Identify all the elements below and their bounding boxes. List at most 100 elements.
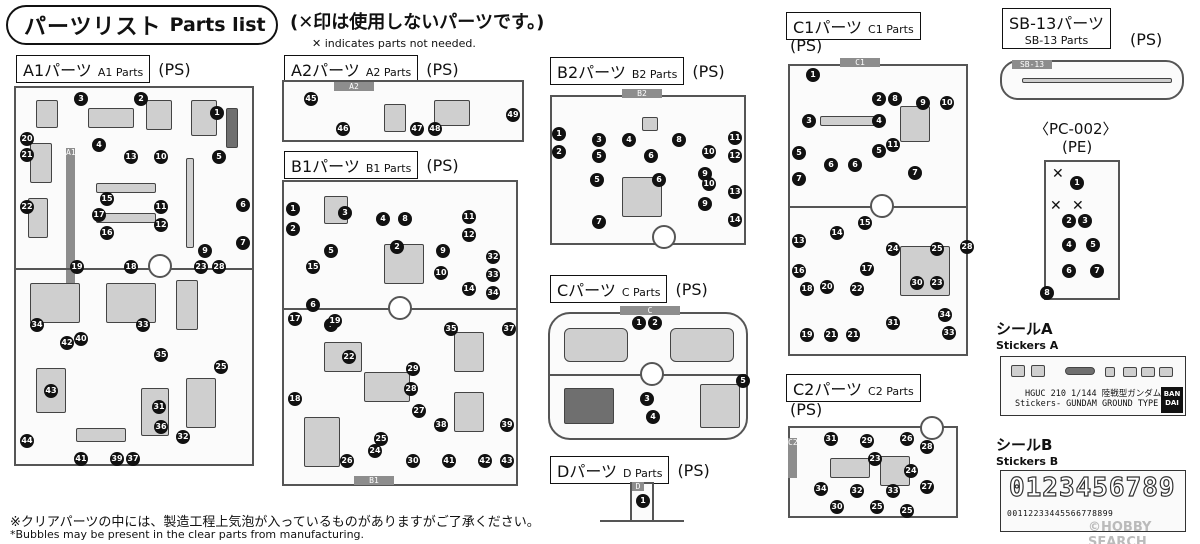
part-shape xyxy=(304,417,340,467)
part-number-badge: 18 xyxy=(288,392,302,406)
part-number-badge: 31 xyxy=(824,432,838,446)
bandai-logo: BAN DAI xyxy=(1161,387,1183,413)
part-shape xyxy=(186,158,194,248)
part-number-badge: 8 xyxy=(398,212,412,226)
part-number-badge: 5 xyxy=(872,144,886,158)
footer-note-en: *Bubbles may be present in the clear par… xyxy=(10,528,365,541)
runner-a1: A1 3 2 1 20 21 4 13 10 5 22 15 17 16 11 … xyxy=(14,86,254,466)
sticker-b-digits: 0123456789 xyxy=(1008,472,1176,503)
runner-sb13: SB-13 xyxy=(1000,60,1184,100)
part-number-badge: 22 xyxy=(20,200,34,214)
part-number-badge: 28 xyxy=(920,440,934,454)
part-shape xyxy=(1011,365,1025,377)
part-shape xyxy=(1065,367,1095,375)
not-needed-note: (✕印は使用しないパーツです。) ✕ indicates parts not n… xyxy=(290,8,544,50)
part-number-badge: 16 xyxy=(100,226,114,240)
part-shape xyxy=(226,108,238,148)
part-number-badge: 20 xyxy=(20,132,34,146)
runner-hub xyxy=(388,296,412,320)
part-number-badge: 39 xyxy=(110,452,124,466)
part-number-badge: 42 xyxy=(60,336,74,350)
title-ja: パーツリスト xyxy=(24,15,162,40)
part-number-badge: 31 xyxy=(152,400,166,414)
part-number-badge: 25 xyxy=(930,242,944,256)
part-number-badge: 10 xyxy=(702,145,716,159)
runner-hub xyxy=(640,362,664,386)
cross-mark-icon: ✕ xyxy=(1052,166,1064,182)
part-number-badge: 28 xyxy=(212,260,226,274)
runner-c1-material: (PS) xyxy=(790,36,823,55)
part-number-badge: 23 xyxy=(194,260,208,274)
part-number-badge: 28 xyxy=(404,382,418,396)
title-en: Parts list xyxy=(169,14,266,36)
part-number-badge: 17 xyxy=(288,312,302,326)
part-number-badge: 33 xyxy=(486,268,500,282)
part-number-badge: 25 xyxy=(374,432,388,446)
part-shape xyxy=(700,384,740,428)
part-number-badge: 41 xyxy=(74,452,88,466)
part-number-badge: 1 xyxy=(210,106,224,120)
part-shape xyxy=(364,372,410,402)
part-number-badge: 21 xyxy=(846,328,860,342)
part-number-badge: 2 xyxy=(286,222,300,236)
sticker-a-line2: Stickers- GUNDAM GROUND TYPE xyxy=(1015,399,1159,409)
part-shape xyxy=(76,428,126,442)
sticker-a-line1: HGUC 210 1/144 陸戦型ガンダム xyxy=(1025,389,1162,399)
runner-hub xyxy=(920,416,944,440)
part-number-badge: 5 xyxy=(592,149,606,163)
sticker-b-title: シールB Stickers B xyxy=(996,436,1059,468)
part-number-badge: 2 xyxy=(648,316,662,330)
part-number-badge: 32 xyxy=(850,484,864,498)
part-number-badge: 17 xyxy=(860,262,874,276)
part-number-badge: 1 xyxy=(636,494,650,508)
part-number-badge: 3 xyxy=(338,206,352,220)
part-number-badge: 42 xyxy=(478,454,492,468)
part-number-badge: 11 xyxy=(154,200,168,214)
part-shape xyxy=(384,104,406,132)
sticker-a-sheet: HGUC 210 1/144 陸戦型ガンダム Stickers- GUNDAM … xyxy=(1000,356,1186,416)
part-shape xyxy=(564,328,628,362)
part-number-badge: 22 xyxy=(342,350,356,364)
part-number-badge: 13 xyxy=(792,234,806,248)
part-shape xyxy=(106,283,156,323)
part-number-badge: 10 xyxy=(702,177,716,191)
part-number-badge: 9 xyxy=(698,197,712,211)
part-shape xyxy=(30,283,80,323)
part-shape xyxy=(96,183,156,193)
part-number-badge: 40 xyxy=(74,332,88,346)
part-shape xyxy=(454,392,484,432)
part-number-badge: 6 xyxy=(652,173,666,187)
part-number-badge: 5 xyxy=(736,374,750,388)
part-number-badge: 23 xyxy=(930,276,944,290)
part-number-badge: 7 xyxy=(792,172,806,186)
part-number-badge: 6 xyxy=(236,198,250,212)
part-shape xyxy=(30,143,52,183)
runner-c2-tag: C2 xyxy=(788,438,798,478)
runner-pc002: ✕ 1 ✕ ✕ 2 3 4 5 6 7 8 xyxy=(1040,160,1120,300)
part-number-badge: 1 xyxy=(286,202,300,216)
runner-frame xyxy=(600,520,684,522)
runner-sb13-material: (PS) xyxy=(1130,30,1163,49)
part-number-badge: 9 xyxy=(916,96,930,110)
part-number-badge: 43 xyxy=(44,384,58,398)
part-number-badge: 14 xyxy=(462,282,476,296)
part-number-badge: 11 xyxy=(728,131,742,145)
part-number-badge: 41 xyxy=(442,454,456,468)
part-number-badge: 9 xyxy=(198,244,212,258)
part-number-badge: 24 xyxy=(886,242,900,256)
part-number-badge: 3 xyxy=(74,92,88,106)
runner-d: D 1 xyxy=(630,482,654,522)
part-number-badge: 19 xyxy=(70,260,84,274)
part-number-badge: 5 xyxy=(792,146,806,160)
part-number-badge: 32 xyxy=(486,250,500,264)
part-number-badge: 11 xyxy=(886,138,900,152)
part-shape xyxy=(88,108,134,128)
part-number-badge: 3 xyxy=(1078,214,1092,228)
runner-hub xyxy=(652,225,676,249)
part-number-badge: 11 xyxy=(462,210,476,224)
part-shape xyxy=(1031,365,1045,377)
